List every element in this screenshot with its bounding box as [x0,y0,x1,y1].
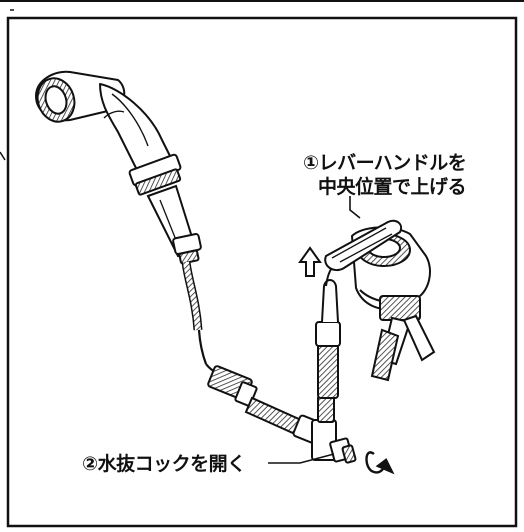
step2-label: ②水抜コックを開く [82,453,246,475]
lift-arrow-icon [298,246,322,277]
lower-hose-assembly [207,365,322,444]
step1-label-line1: ①レバーハンドルを [303,152,467,174]
drain-cock [311,395,357,464]
flexible-hose [181,261,233,382]
shower-head [35,70,177,180]
step1-label-line2: 中央位置で上げる [318,176,467,198]
shower-handle [128,153,202,265]
rotate-arrow-icon [365,451,395,475]
supply-pipe [315,257,345,399]
leader-lines [268,196,361,464]
lever-handle [324,219,402,272]
